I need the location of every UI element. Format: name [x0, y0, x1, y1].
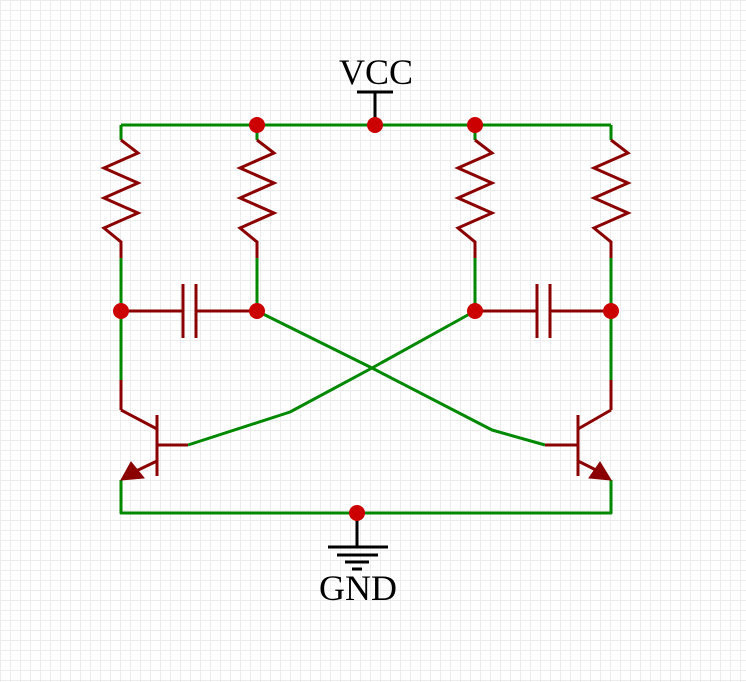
resistor-3 — [454, 138, 496, 258]
transistor-left — [119, 380, 188, 481]
junction-dot — [603, 303, 619, 319]
junction-dot — [467, 303, 483, 319]
resistor-1 — [100, 138, 142, 258]
junction-dot — [249, 303, 265, 319]
cross-coupling-wire — [256, 309, 546, 447]
junction-dot — [367, 117, 383, 133]
ground-rail-wire — [119, 480, 613, 515]
resistor-2 — [236, 138, 278, 258]
vcc-label: VCC — [339, 52, 413, 92]
components — [100, 138, 632, 481]
cross-coupling-wire — [187, 309, 476, 447]
gnd-label: GND — [319, 568, 397, 608]
junction-dot — [249, 117, 265, 133]
transistor-right — [545, 380, 613, 481]
junction-dot — [113, 303, 129, 319]
junction-dot — [467, 117, 483, 133]
capacitor-left — [121, 284, 257, 338]
emitter-arrow-left — [120, 461, 145, 481]
capacitor-right — [475, 284, 611, 338]
resistor-4 — [590, 138, 632, 258]
junctions — [113, 117, 619, 521]
ground-symbol — [328, 513, 388, 571]
emitter-arrow-right — [588, 461, 612, 481]
wires — [119, 123, 613, 515]
junction-dot — [349, 505, 365, 521]
